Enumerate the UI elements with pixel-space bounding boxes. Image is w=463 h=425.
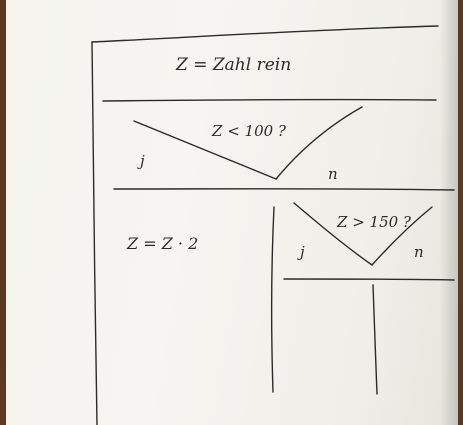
frame-left-line <box>91 41 98 425</box>
decision1-yes-label: j <box>140 152 145 170</box>
decision1-condition: Z < 100 ? <box>212 122 286 140</box>
decision1-no-label: n <box>328 165 338 183</box>
frame-top-line <box>91 25 439 43</box>
decision1-right-diagonal <box>275 106 363 180</box>
paper-shadow <box>440 0 458 425</box>
decision1-separator <box>113 188 455 191</box>
paper-sheet <box>6 0 458 425</box>
decision2-right-diagonal <box>371 206 433 266</box>
decision1-column-divider <box>270 206 275 393</box>
decision1-left-diagonal <box>133 120 277 180</box>
decision2-left-diagonal <box>293 202 373 266</box>
decision2-condition: Z > 150 ? <box>337 213 411 231</box>
decision2-no-label: n <box>414 243 424 261</box>
statement-separator <box>102 98 437 102</box>
decision2-column-divider <box>372 284 378 395</box>
statement-text: Z = Zahl rein <box>176 55 292 75</box>
yes-branch-assignment: Z = Z · 2 <box>127 234 199 253</box>
decision2-separator <box>283 278 455 281</box>
decision2-yes-label: j <box>300 243 305 261</box>
